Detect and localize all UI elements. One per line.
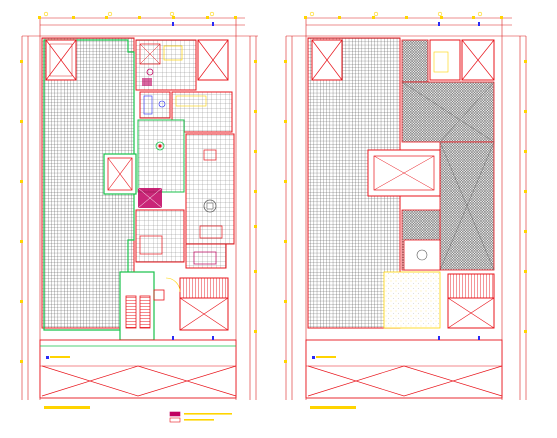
green-boundary (43, 39, 135, 331)
living-room (185, 133, 235, 245)
ground-floor-plan (20, 11, 258, 400)
axis-markers-right (309, 11, 483, 17)
legend (169, 411, 232, 423)
axis-markers (43, 11, 215, 17)
section-tag (50, 356, 70, 358)
roof-plan (284, 11, 527, 400)
north-arrows (46, 22, 214, 359)
section-tag-right (316, 356, 336, 358)
porch-stairs (179, 277, 229, 299)
dimension-frame-right (285, 17, 527, 400)
dimension-ticks-right (284, 16, 527, 363)
roof-stair-box (403, 239, 441, 271)
legend-swatch (169, 417, 181, 423)
dimension-frame (21, 17, 258, 400)
roof-porch-stairs (447, 273, 495, 299)
roof-terrace (383, 271, 441, 329)
legend-entry-line (184, 419, 214, 421)
front-yard (39, 339, 237, 399)
stair-core (137, 119, 185, 193)
roof-slab-top (401, 39, 429, 83)
legend-entry-line (184, 413, 232, 415)
north-arrows-right (312, 22, 480, 359)
roof-front-yard (305, 339, 503, 399)
title-block (44, 406, 356, 409)
dimension-ticks (20, 16, 257, 363)
roof-void-top-mid (429, 39, 461, 81)
legend-swatch (169, 411, 181, 417)
